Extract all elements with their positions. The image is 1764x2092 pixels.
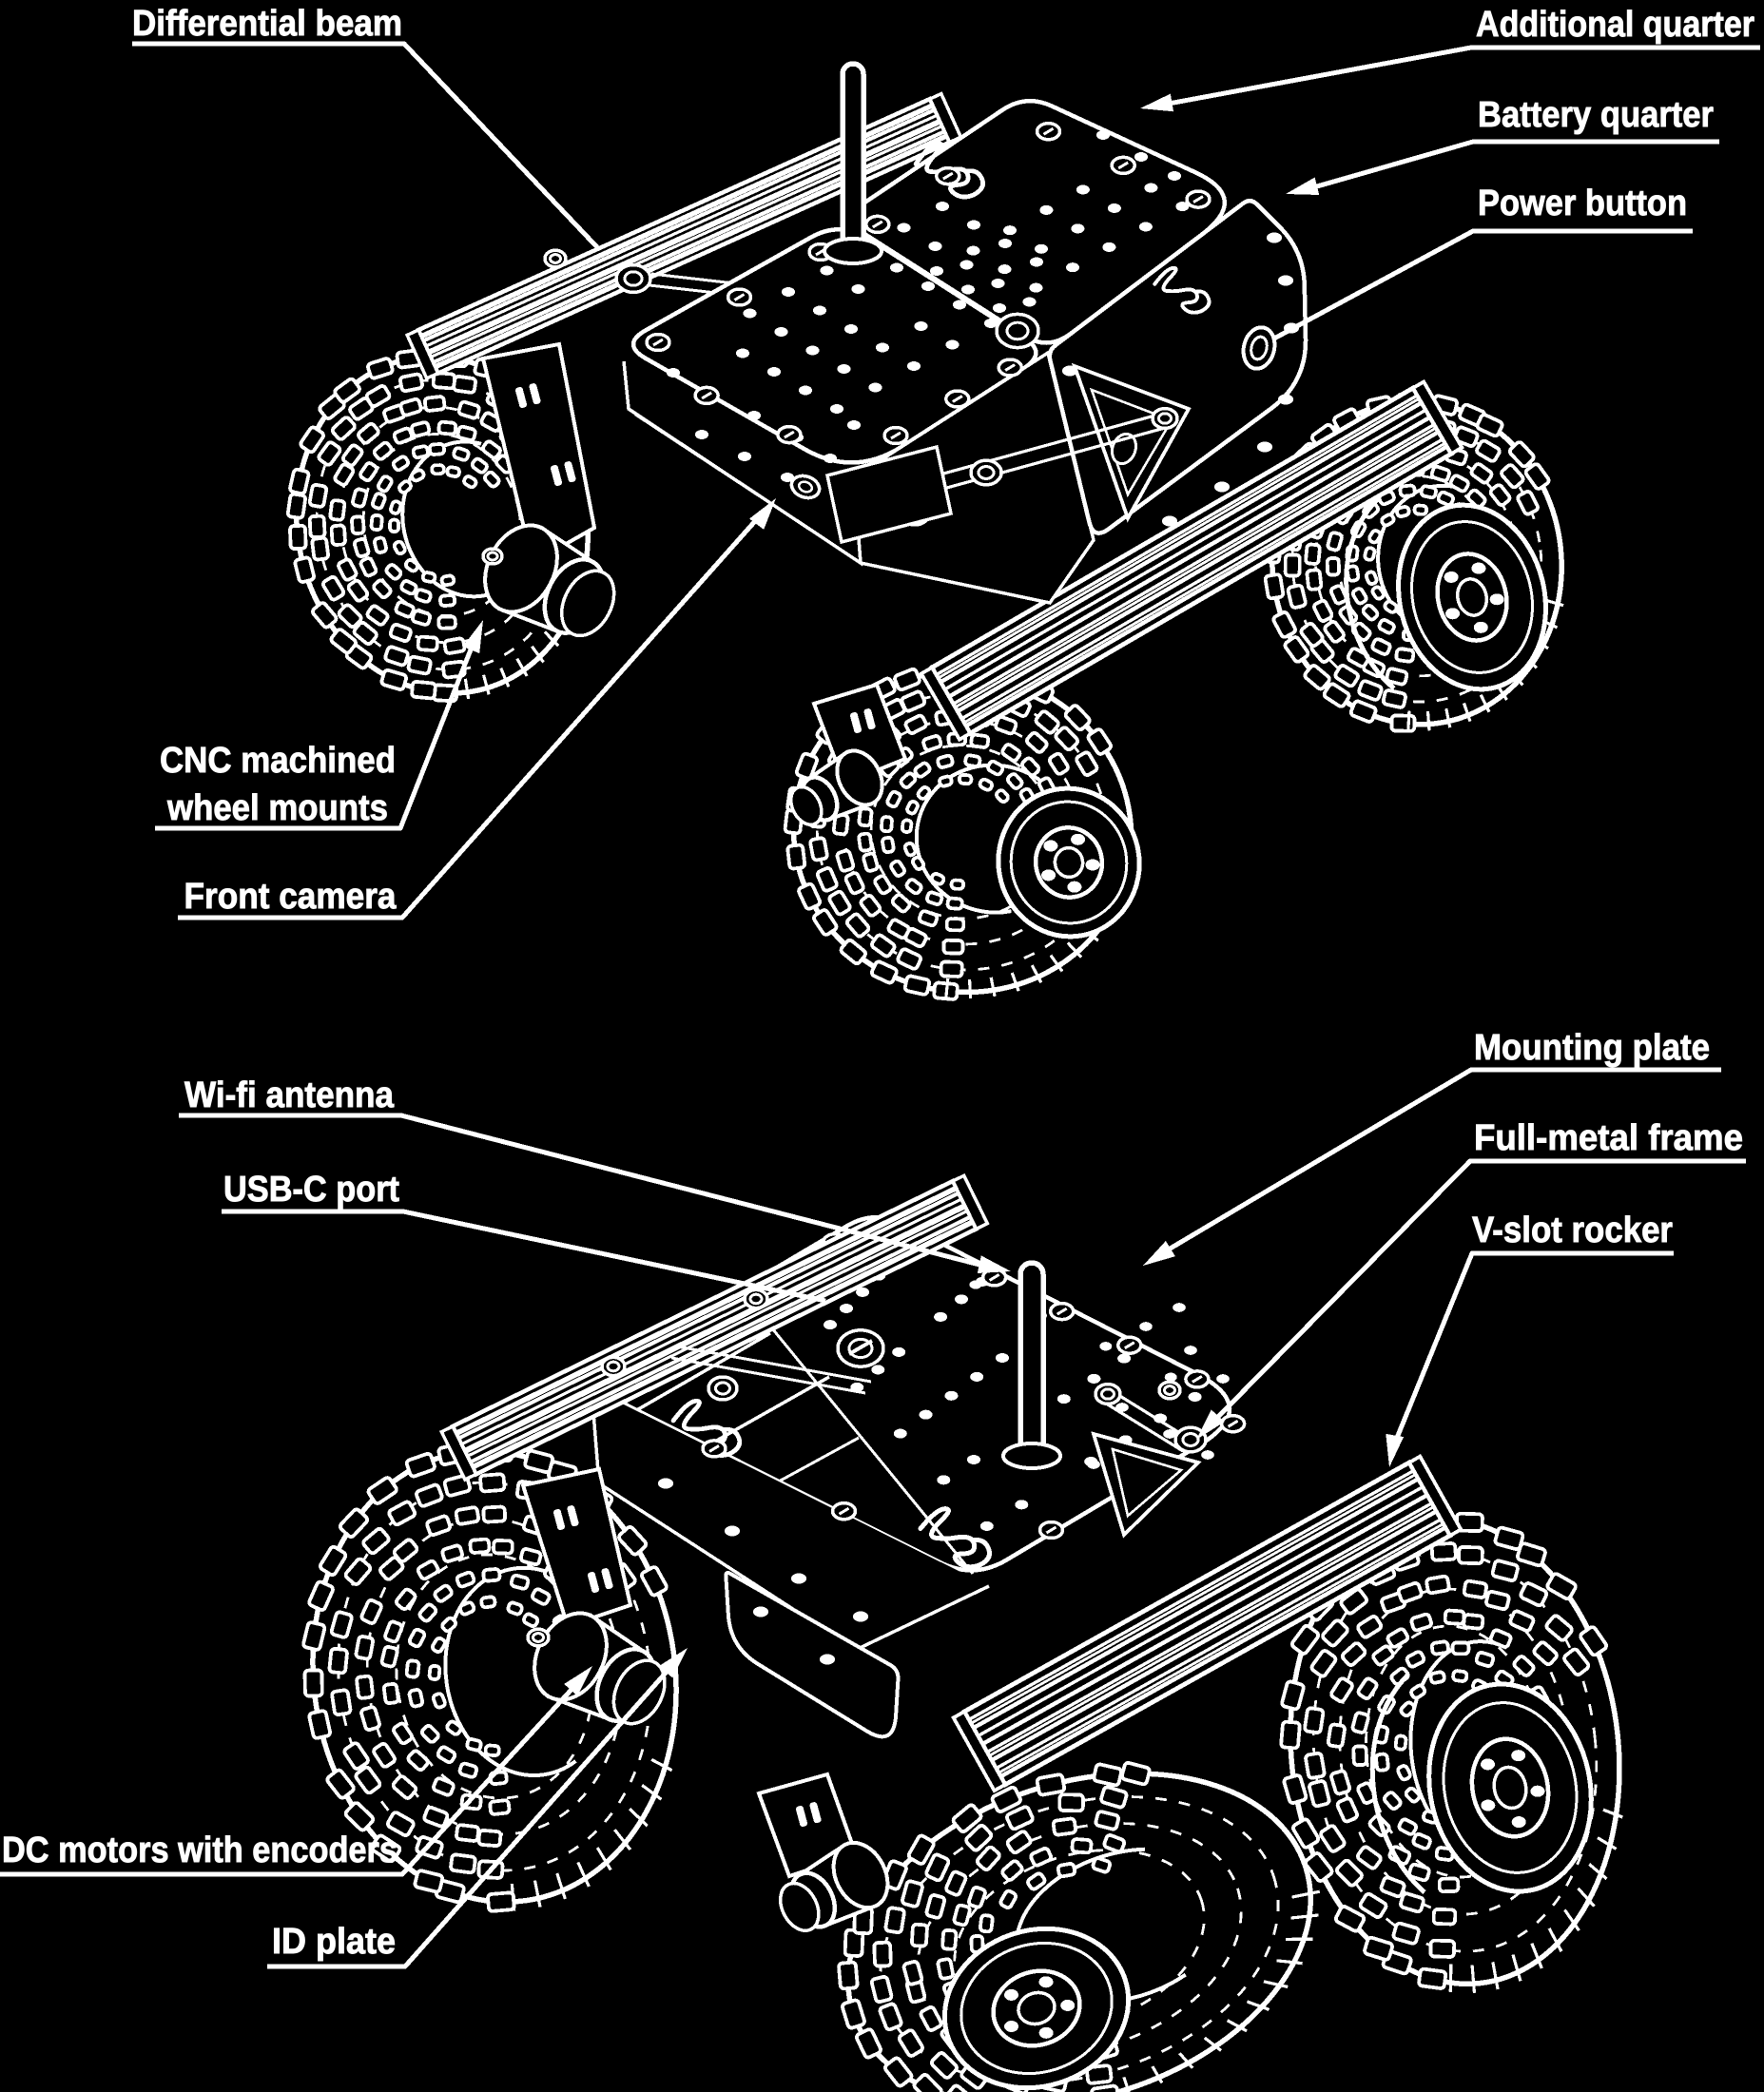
svg-text:V-slot rocker: V-slot rocker xyxy=(1472,1211,1673,1250)
svg-text:Front camera: Front camera xyxy=(184,877,397,917)
svg-text:Power button: Power button xyxy=(1478,184,1687,223)
svg-text:Mounting plate: Mounting plate xyxy=(1474,1028,1710,1068)
svg-text:CNC machined: CNC machined xyxy=(160,741,396,781)
svg-text:Battery quarter: Battery quarter xyxy=(1478,95,1714,135)
svg-text:USB-C port: USB-C port xyxy=(223,1170,399,1210)
svg-text:Differential beam: Differential beam xyxy=(132,4,402,44)
svg-text:wheel mounts: wheel mounts xyxy=(166,788,388,828)
svg-text:Full-metal frame: Full-metal frame xyxy=(1474,1118,1743,1158)
svg-text:DC motors with encoders: DC motors with encoders xyxy=(2,1830,397,1870)
svg-text:Wi-fi antenna: Wi-fi antenna xyxy=(184,1075,395,1115)
svg-text:Additional quarter: Additional quarter xyxy=(1476,5,1754,45)
svg-text:ID plate: ID plate xyxy=(272,1922,396,1962)
